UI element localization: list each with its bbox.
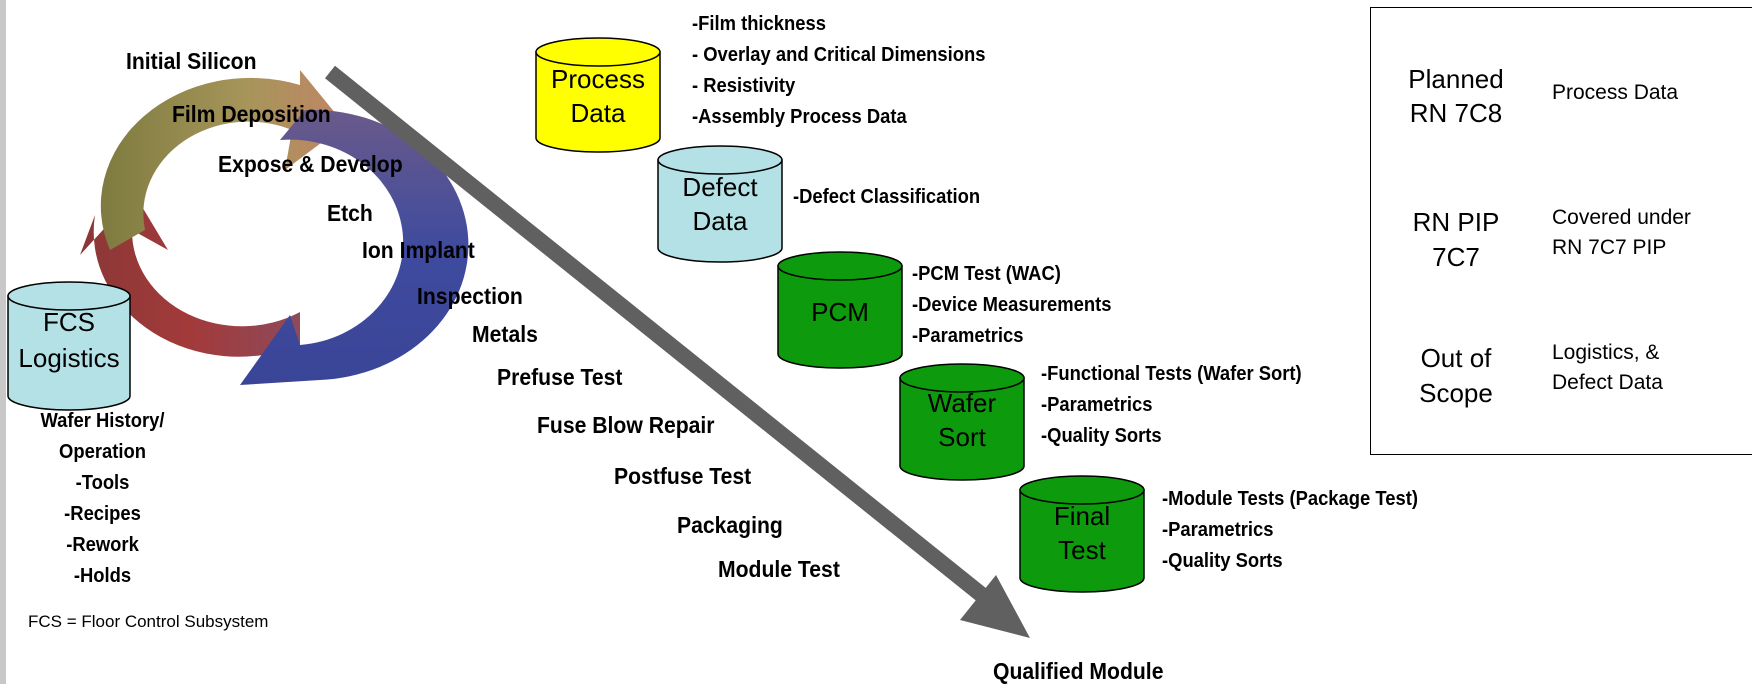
step-prefuse-test: Prefuse Test <box>497 364 623 390</box>
list-item: -Parametrics <box>1162 519 1274 541</box>
fcs-note: -Tools <box>75 472 130 494</box>
fcs-note: -Rework <box>66 534 139 556</box>
fcs-cylinder-label-2: Logistics <box>18 343 120 373</box>
legend-planned-label-1: Planned <box>1408 64 1504 94</box>
legend-pip-label-1: RN PIP <box>1412 207 1500 237</box>
legend-out-of-scope-desc-2: Defect Data <box>1552 371 1663 394</box>
step-ion-implant: Ion Implant <box>362 237 475 263</box>
legend-out-of-scope-label-1: Out of <box>1420 343 1492 373</box>
step-fuse-blow-repair: Fuse Blow Repair <box>537 412 715 438</box>
list-item: - Overlay and Critical Dimensions <box>692 44 986 66</box>
step-inspection: Inspection <box>417 283 523 309</box>
process-data-label-1: Process <box>551 64 645 94</box>
process-data-cylinder <box>535 37 661 153</box>
process-data-label-2: Data <box>570 98 626 128</box>
legend-pip-desc-2: RN 7C7 PIP <box>1552 236 1667 259</box>
list-item: -Quality Sorts <box>1162 550 1283 572</box>
legend-out-of-scope-label-2: Scope <box>1419 378 1493 408</box>
step-module-test: Module Test <box>718 556 840 582</box>
fcs-note: Wafer History/ <box>40 410 165 432</box>
legend-pip-label-2: 7C7 <box>1432 242 1480 272</box>
wafer-sort-cylinder <box>899 363 1025 481</box>
list-item: -Parametrics <box>912 325 1024 347</box>
list-item: -Film thickness <box>692 13 826 35</box>
list-item: -Parametrics <box>1041 394 1153 416</box>
defect-data-label-2: Data <box>692 206 748 236</box>
list-item: -Assembly Process Data <box>692 106 907 128</box>
final-test-cylinder <box>1019 475 1145 593</box>
wafer-sort-label-1: Wafer <box>927 388 997 418</box>
step-metals: Metals <box>472 321 538 347</box>
left-edge-bar <box>0 0 6 684</box>
step-etch: Etch <box>327 200 373 226</box>
wafer-sort-label-2: Sort <box>938 422 986 452</box>
defect-data-label-1: Defect <box>682 172 758 202</box>
legend-pip-desc-1: Covered under <box>1552 206 1691 229</box>
legend-planned-label-2: RN 7C8 <box>1409 98 1503 128</box>
final-test-items: -Module Tests (Package Test) -Parametric… <box>1162 484 1418 577</box>
fcs-note: -Recipes <box>64 503 141 525</box>
fcs-notes: Wafer History/ Operation -Tools -Recipes… <box>22 406 183 592</box>
final-output-label: Qualified Module <box>993 658 1164 684</box>
fcs-footnote: FCS = Floor Control Subsystem <box>28 612 269 631</box>
final-test-label-2: Test <box>1058 535 1106 565</box>
step-postfuse-test: Postfuse Test <box>614 463 752 489</box>
process-cycle <box>80 70 469 386</box>
legend-planned-desc: Process Data <box>1552 81 1679 104</box>
legend-out-of-scope-desc-1: Logistics, & <box>1552 341 1660 364</box>
defect-data-cylinder <box>657 145 783 263</box>
pcm-items: -PCM Test (WAC) -Device Measurements -Pa… <box>912 259 1111 352</box>
final-test-label-1: Final <box>1053 501 1111 531</box>
wafer-sort-items: -Functional Tests (Wafer Sort) -Parametr… <box>1041 359 1302 452</box>
defect-data-items: -Defect Classification <box>793 182 980 213</box>
fcs-cylinder-label-1: FCS <box>43 307 95 337</box>
step-expose-develop: Expose & Develop <box>218 151 403 177</box>
step-film-deposition: Film Deposition <box>172 101 331 127</box>
process-data-items: -Film thickness - Overlay and Critical D… <box>692 9 985 133</box>
cycle-arrow-red <box>80 195 300 357</box>
list-item: -Quality Sorts <box>1041 425 1162 447</box>
legend-box <box>1370 7 1752 455</box>
fcs-note: Operation <box>59 441 146 463</box>
list-item: -Functional Tests (Wafer Sort) <box>1041 363 1302 385</box>
list-item: - Resistivity <box>692 75 796 97</box>
fcs-note: -Holds <box>73 565 132 587</box>
pcm-cylinder <box>777 251 903 369</box>
step-initial-silicon: Initial Silicon <box>126 48 257 74</box>
list-item: -Defect Classification <box>793 186 981 208</box>
fcs-cylinder <box>7 281 131 411</box>
list-item: -PCM Test (WAC) <box>912 263 1061 285</box>
list-item: -Module Tests (Package Test) <box>1162 488 1418 510</box>
cycle-arrow-blue <box>240 109 469 386</box>
cycle-arrow-gold <box>100 70 345 250</box>
list-item: -Device Measurements <box>912 294 1112 316</box>
flow-arrow <box>324 65 1030 638</box>
step-packaging: Packaging <box>677 512 783 538</box>
pcm-label: PCM <box>811 297 869 327</box>
